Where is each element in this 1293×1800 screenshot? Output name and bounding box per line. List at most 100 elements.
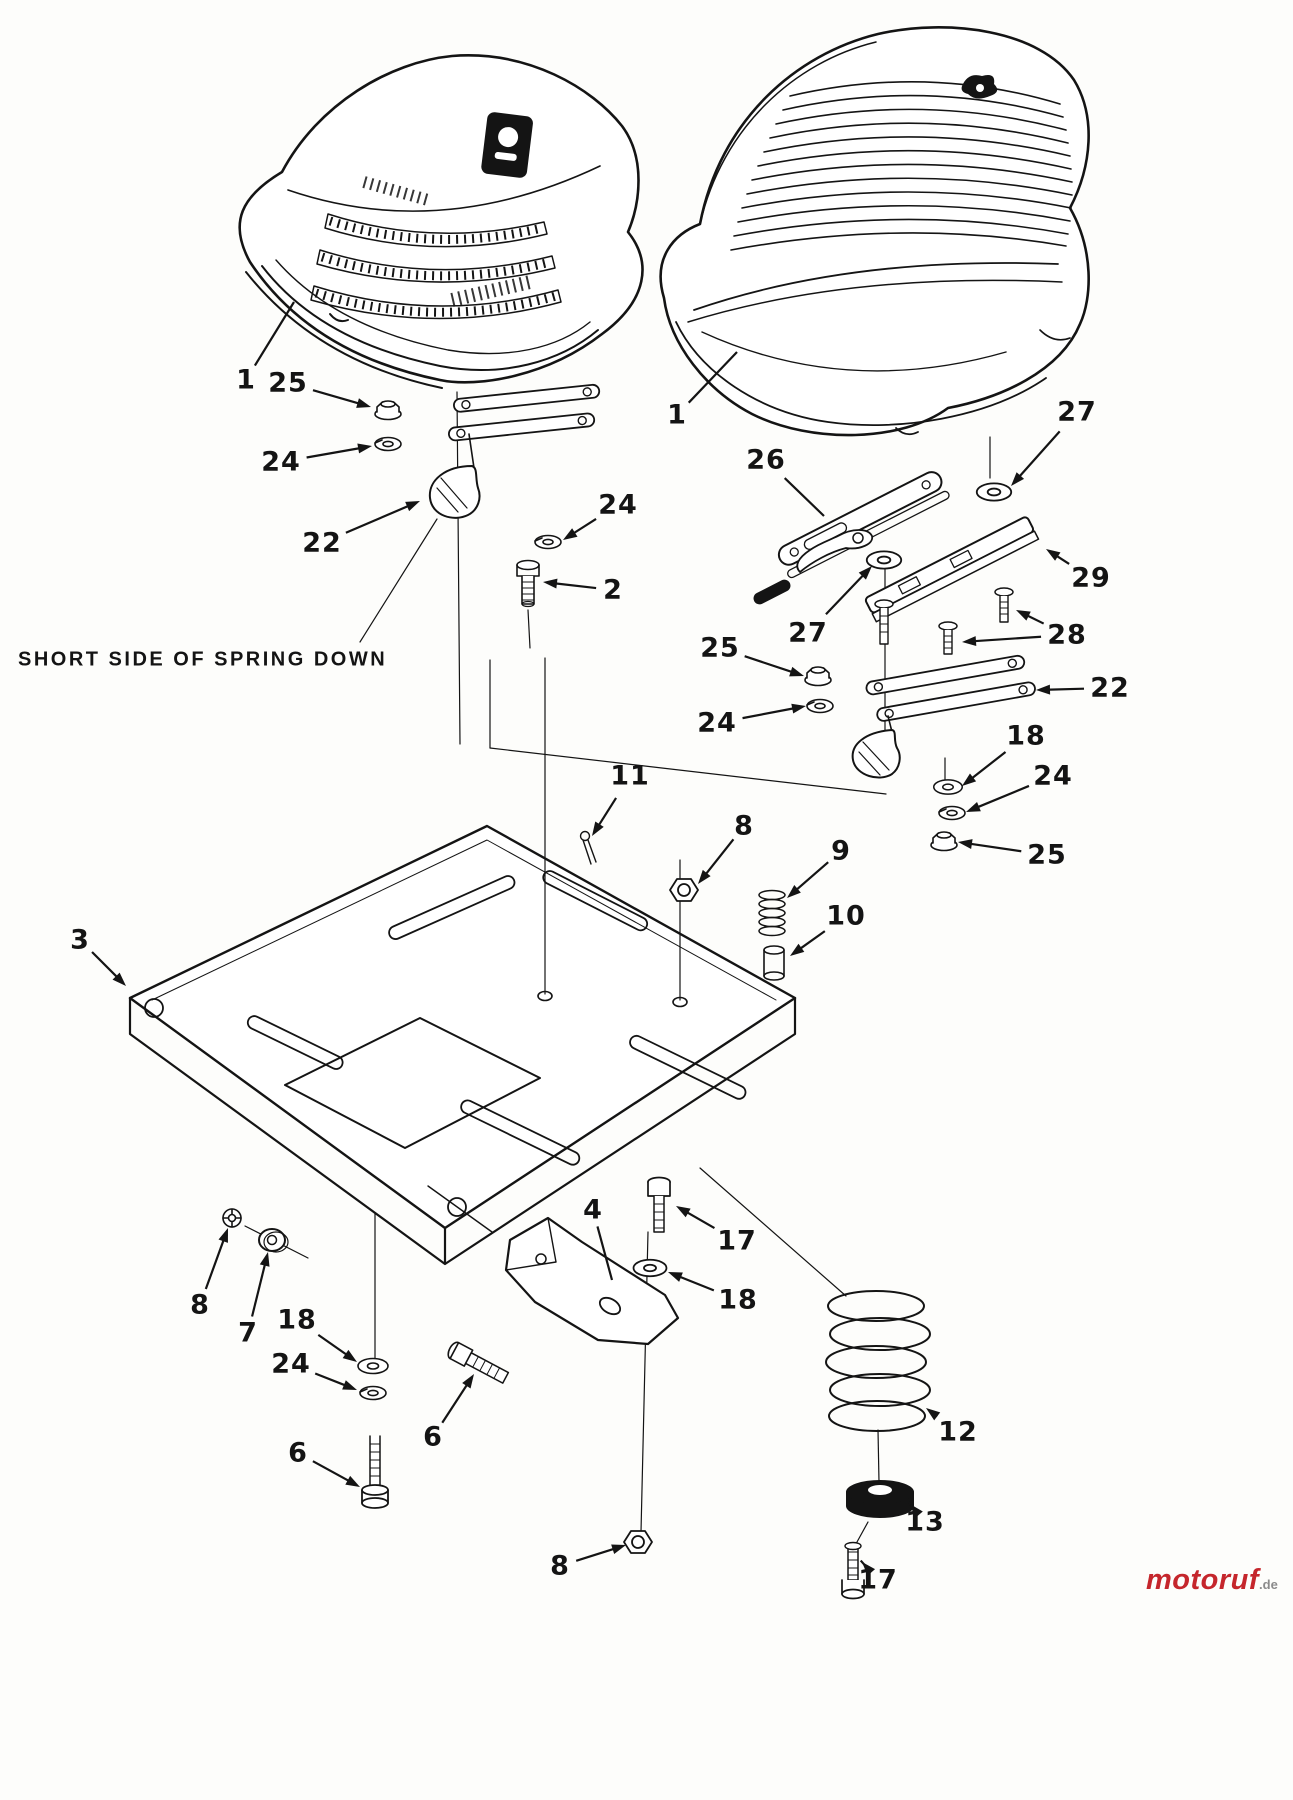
callout-28: 28 [1047, 619, 1087, 651]
callout-12: 12 [938, 1416, 978, 1448]
leader-line [253, 301, 295, 367]
plate-slot [542, 870, 649, 932]
callout-11: 11 [610, 760, 650, 792]
note-leader-line [359, 518, 438, 643]
spring-12 [825, 1290, 931, 1432]
leader-line [793, 861, 829, 893]
callout-27: 27 [1057, 396, 1097, 428]
seat-a-hardware [374, 383, 601, 608]
plate-corner-hole [144, 998, 164, 1018]
leader-arrowhead [345, 1475, 360, 1487]
leader-line [91, 951, 120, 980]
assembly-note: SHORT SIDE OF SPRING DOWN [18, 648, 388, 671]
brand-emblem-a [481, 112, 533, 178]
mount-rail-29 [864, 516, 1040, 623]
nut-25 [930, 831, 958, 852]
leader-line [703, 838, 735, 877]
nut-8 [623, 1530, 653, 1554]
plate-square-opening [284, 1017, 541, 1149]
leader-line [969, 751, 1007, 781]
leader-line [742, 706, 797, 720]
callout-24: 24 [697, 707, 737, 739]
leader-arrowhead [342, 1349, 357, 1362]
leader-line [783, 477, 825, 517]
cotter-pin-11 [579, 830, 597, 865]
callout-8: 8 [190, 1289, 210, 1321]
leader-line [317, 1334, 350, 1358]
callout-6: 6 [288, 1437, 308, 1469]
leader-arrowhead [1036, 684, 1051, 695]
callout-1: 1 [236, 364, 256, 396]
leader-line [306, 446, 363, 459]
leader-arrowhead [958, 839, 973, 849]
leader-line [596, 797, 618, 829]
leader-arrowhead [926, 1408, 941, 1421]
washer-24 [359, 1385, 387, 1401]
screw-center-stud [874, 599, 894, 645]
leader-line [744, 655, 795, 674]
leader-line [684, 1210, 715, 1230]
callout-1: 1 [667, 399, 687, 431]
center-hardware [579, 830, 786, 981]
callout-8: 8 [734, 810, 754, 842]
callout-18: 18 [1006, 720, 1046, 752]
leader-line [971, 635, 1042, 643]
strap-22-right [851, 654, 1036, 779]
bolt-17-top [647, 1176, 671, 1233]
plate-notch-hole [447, 1197, 467, 1217]
callout-7: 7 [238, 1317, 258, 1349]
watermark-link[interactable]: motoruf.de [1146, 1564, 1278, 1597]
leader-arrowhead [356, 398, 371, 408]
callout-22: 22 [302, 527, 342, 559]
leader-arrowhead [1046, 549, 1061, 561]
washer-27 [975, 482, 1013, 502]
bolt-6-angled [447, 1341, 510, 1384]
leader-arrowhead [910, 1504, 923, 1518]
leader-line [676, 1274, 715, 1292]
nut-25 [374, 400, 402, 421]
watermark-brand: motoruf [1146, 1564, 1260, 1596]
leader-arrowhead [858, 566, 872, 580]
callout-29: 29 [1071, 562, 1111, 594]
washer-18 [932, 778, 964, 796]
leader-arrowhead [405, 501, 420, 512]
leader-arrowhead [543, 578, 558, 589]
leader-line [312, 1460, 352, 1484]
leader-line [967, 842, 1022, 853]
leader-line [974, 784, 1030, 810]
slide-handle-grip [753, 579, 791, 605]
washer-24 [938, 805, 966, 821]
callout-24: 24 [598, 489, 638, 521]
leader-arrowhead [259, 1252, 270, 1267]
bushing-7 [258, 1228, 289, 1253]
leader-arrowhead [1016, 610, 1031, 621]
callout-9: 9 [831, 835, 851, 867]
leader-arrowhead [789, 666, 804, 677]
callout-25: 25 [268, 367, 308, 399]
callout-24: 24 [261, 446, 301, 478]
bolt-17-bottom [841, 1541, 865, 1600]
leader-arrowhead [698, 869, 711, 884]
leader-line [204, 1237, 226, 1290]
leader-arrowhead [966, 802, 981, 812]
washer-27 [865, 550, 903, 570]
leader-arrowhead [1011, 472, 1025, 486]
leader-line [251, 1261, 267, 1317]
plate-slot [388, 875, 516, 940]
brand-emblem-b [961, 75, 998, 99]
callout-18: 18 [277, 1304, 317, 1336]
callout-25: 25 [1027, 839, 1067, 871]
leader-line [570, 518, 597, 536]
leader-line [596, 1226, 614, 1281]
screw-28 [994, 587, 1014, 623]
washer-24 [374, 436, 402, 452]
washer-18 [357, 1357, 389, 1375]
callout-6: 6 [423, 1421, 443, 1453]
callout-3: 3 [70, 924, 90, 956]
screw-6-vertical [361, 1435, 389, 1509]
watermark-tld: .de [1259, 1577, 1278, 1592]
callout-10: 10 [826, 900, 866, 932]
leader-line [1016, 430, 1061, 480]
callout-24: 24 [271, 1348, 311, 1380]
